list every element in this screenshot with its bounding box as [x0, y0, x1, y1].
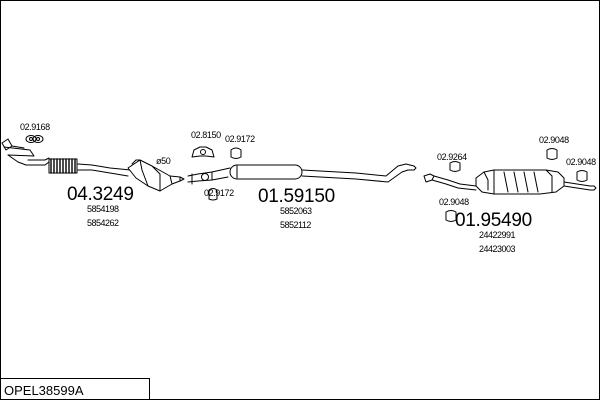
- label-ring: 02.9264: [437, 152, 467, 162]
- label-diameter: ø50: [156, 156, 171, 166]
- rear-pipe-inlet: [423, 173, 477, 191]
- label-hanger-top: 02.9048: [539, 135, 569, 145]
- clamp-top: [230, 147, 242, 159]
- hanger-right: [576, 170, 588, 182]
- oe-ref-rear-silencer-1: 24422991: [479, 230, 516, 240]
- intermediate-pipe: [301, 163, 417, 183]
- front-pipe-flange: [1, 138, 35, 166]
- part-code-centre-silencer: 01.59150: [258, 186, 335, 207]
- hanger-top: [546, 148, 558, 160]
- oe-ref-rear-silencer-2: 24423003: [479, 244, 516, 254]
- label-clamp-top: 02.9172: [225, 134, 255, 144]
- oe-ref-centre-silencer-1: 5852063: [280, 206, 312, 216]
- part-code-front-pipe: 04.3249: [67, 184, 134, 205]
- rear-silencer: [475, 169, 565, 195]
- tailpipe: [563, 181, 597, 191]
- gasket-front: [25, 135, 44, 143]
- front-pipe: [25, 157, 131, 177]
- label-bracket: 02.8150: [191, 130, 221, 140]
- flex-joint: [48, 158, 78, 174]
- label-hanger-right: 02.9048: [566, 157, 596, 167]
- oe-ref-front-pipe-1: 5854198: [87, 204, 119, 214]
- label-hanger-left: 02.9048: [439, 197, 469, 207]
- page-title: OPEL38599A: [4, 383, 84, 398]
- clamp-bottom: [208, 188, 218, 201]
- title-box: OPEL38599A: [0, 378, 150, 400]
- part-code-rear-silencer: 01.95490: [455, 210, 532, 231]
- oe-ref-centre-silencer-2: 5852112: [280, 220, 311, 230]
- label-clamp-bottom: 02.9172: [204, 188, 234, 198]
- bracket-8150: [191, 146, 215, 158]
- hanger-left: [445, 210, 457, 222]
- label-gasket-front: 02.9168: [20, 122, 50, 132]
- oe-ref-front-pipe-2: 5854262: [87, 218, 119, 228]
- ring-9264: [449, 161, 461, 172]
- centre-silencer: [229, 164, 303, 180]
- catalytic-converter: [127, 159, 185, 192]
- middle-pipe-front: [187, 167, 231, 185]
